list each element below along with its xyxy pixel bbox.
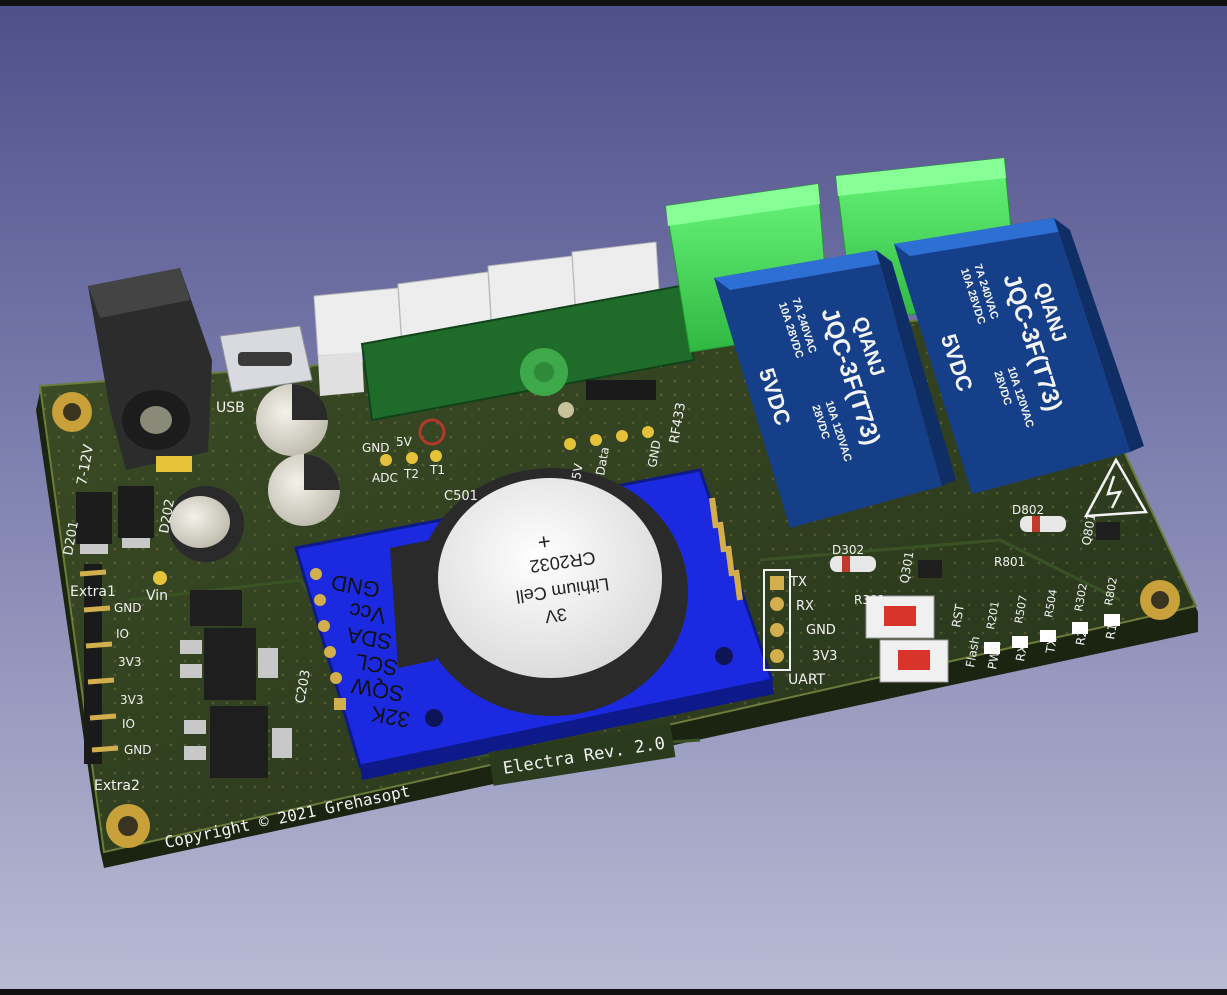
label-d302: D302 [832, 543, 864, 557]
label-header-t2: T2 [403, 467, 419, 481]
label-extra-pin-4: 3V3 [120, 693, 143, 707]
rf433-module [360, 284, 696, 446]
label-led-rx: RX [1013, 644, 1030, 663]
reset-button[interactable] [865, 595, 935, 639]
mounting-hole-icon [52, 392, 1180, 848]
label-q301: Q301 [897, 550, 916, 584]
label-r201: R201 [984, 600, 1002, 630]
label-extra-pin-3: 3V3 [118, 655, 141, 669]
voltage-regulator [180, 590, 292, 778]
flash-button[interactable] [879, 639, 949, 683]
label-uart-gnd: GND [806, 623, 836, 638]
label-uart-rx: RX [796, 599, 814, 614]
battery-polarity: + [536, 529, 552, 556]
label-uart-3v3: 3V3 [812, 649, 837, 664]
led-row [984, 614, 1120, 654]
smd-diode-d302 [830, 556, 876, 572]
label-extra-pin-6: GND [124, 743, 152, 757]
label-uart: UART [788, 672, 826, 688]
relay-2 [894, 218, 1144, 494]
label-header-t1: T1 [429, 463, 445, 477]
high-voltage-warning-icon [1083, 457, 1149, 518]
smd-diode-d802 [1020, 516, 1066, 532]
label-header-5v: 5V [396, 435, 413, 449]
label-c203: C203 [293, 669, 314, 705]
label-power-in: 7-12V [74, 443, 97, 487]
label-led-tx: TX [1043, 637, 1060, 656]
label-rf433: RF433 [667, 401, 689, 444]
label-rf-gnd: GND [645, 439, 664, 469]
label-header-gnd: GND [362, 441, 390, 455]
label-d802: D802 [1012, 503, 1044, 517]
coin-cell-holder [390, 468, 688, 716]
label-button-flash: Flash [963, 635, 982, 668]
label-q801: Q801 [1079, 512, 1098, 546]
label-extra2: Extra2 [94, 778, 140, 794]
smd-diode-pair [76, 486, 154, 554]
label-r301: R301 [854, 593, 885, 607]
relay-1 [714, 250, 956, 528]
label-d201: D201 [61, 520, 82, 557]
pin-header-extra [79, 564, 119, 764]
cr2032-battery-icon [438, 478, 662, 678]
label-extra-pin-2: IO [116, 627, 129, 641]
label-led-r2: R2 [1073, 628, 1090, 646]
label-uart-tx: TX [789, 575, 807, 590]
label-extra-pin-1: GND [114, 601, 142, 615]
label-header-adc: ADC [372, 471, 398, 485]
label-c501: C501 [444, 489, 478, 504]
label-r507: R507 [1012, 594, 1030, 624]
micro-usb-connector [219, 325, 313, 393]
label-r802: R802 [1102, 576, 1120, 606]
label-extra-pin-5: IO [122, 717, 135, 731]
label-r801: R801 [994, 555, 1025, 569]
transistor [918, 522, 1120, 578]
label-d202: D202 [157, 498, 178, 535]
label-r302: R302 [1072, 582, 1090, 612]
battery-voltage: 3V [544, 604, 569, 627]
uart-header [763, 569, 791, 671]
label-r504: R504 [1042, 588, 1060, 618]
label-rf-data: Data [593, 446, 612, 477]
label-led-pwr: PWR [985, 641, 1004, 670]
label-button-rst: RST [949, 602, 967, 628]
label-led-r1: R1 [1103, 622, 1120, 640]
label-extra1: Extra1 [70, 584, 116, 600]
electrolytic-capacitor [168, 384, 340, 562]
label-rf-5v: 5V [569, 462, 586, 481]
label-usb: USB [216, 400, 245, 416]
label-vin: Vin [146, 588, 168, 604]
dc-barrel-jack [88, 268, 212, 472]
